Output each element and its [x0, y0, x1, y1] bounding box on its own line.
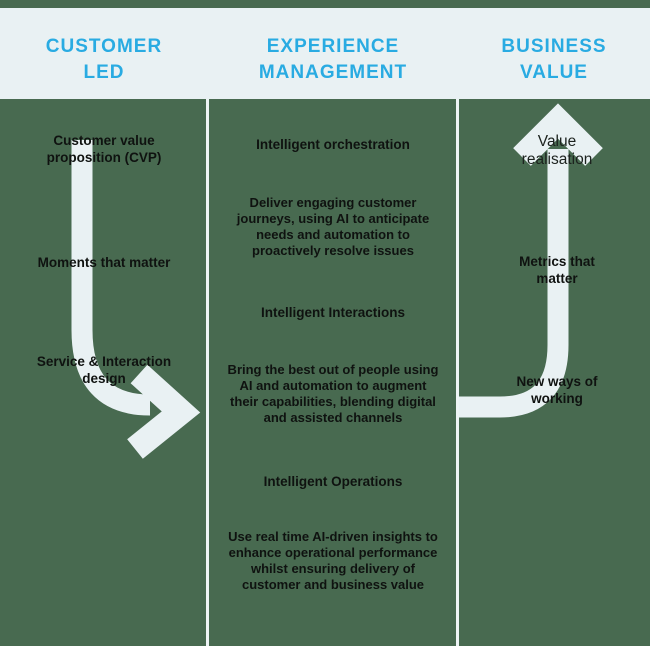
column-divider-right — [456, 99, 459, 646]
header-column-business-value: BUSINESS VALUE — [458, 8, 650, 86]
label-service-interaction-design: Service & Interaction design — [36, 354, 172, 386]
experience-management-title: EXPERIENCE MANAGEMENT — [258, 36, 408, 83]
header-band: CUSTOMER LED EXPERIENCE MANAGEMENT BUSIN… — [0, 8, 650, 99]
para-intelligent-interactions: Bring the best out of people using AI an… — [227, 362, 439, 425]
header-column-experience-management: EXPERIENCE MANAGEMENT — [208, 8, 458, 86]
column-divider-left — [206, 99, 209, 646]
business-value-title: BUSINESS VALUE — [501, 36, 607, 83]
label-metrics-that-matter: Metrics that matter — [519, 254, 595, 286]
down-right-flow-arrow-icon — [71, 140, 201, 459]
heading-intelligent-interactions: Intelligent Interactions — [260, 305, 406, 320]
label-customer-value-proposition: Customer value proposition (CVP) — [46, 133, 162, 165]
customer-led-title: CUSTOMER LED — [45, 36, 163, 83]
label-moments-that-matter: Moments that matter — [37, 255, 171, 270]
heading-intelligent-operations: Intelligent Operations — [263, 474, 403, 489]
label-new-ways-of-working: New ways of working — [516, 374, 598, 406]
label-value-realisation: Value realisation — [521, 133, 593, 168]
header-column-customer-led: CUSTOMER LED — [0, 8, 208, 86]
para-intelligent-orchestration: Deliver engaging customer journeys, usin… — [236, 195, 430, 258]
up-flow-arrow-icon — [459, 103, 603, 418]
heading-intelligent-orchestration: Intelligent orchestration — [256, 137, 410, 152]
para-intelligent-operations: Use real time AI-driven insights to enha… — [228, 529, 438, 592]
